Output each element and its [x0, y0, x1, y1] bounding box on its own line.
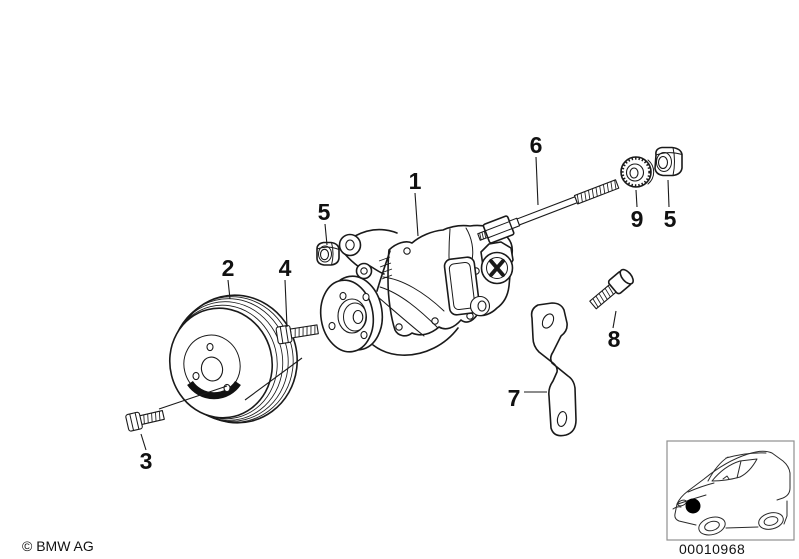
callout-leader-4 — [284, 279, 288, 328]
callout-leader-9 — [635, 189, 638, 208]
callout-5: 5 — [318, 199, 331, 225]
callout-3: 3 — [140, 448, 153, 474]
callout-8: 8 — [608, 326, 621, 352]
washer-9-drawing — [620, 156, 655, 188]
car-icon — [672, 450, 791, 536]
vehicle-location-box — [666, 440, 795, 541]
callout-1: 1 — [409, 168, 422, 194]
callout-5: 5 — [664, 206, 677, 232]
callout-leader-2 — [227, 279, 231, 300]
callout-9: 9 — [631, 206, 644, 232]
callout-leader-1 — [414, 192, 419, 237]
callout-6: 6 — [530, 132, 543, 158]
nut-5-right-drawing — [654, 146, 683, 177]
bolt-4-drawing — [275, 324, 319, 345]
callout-7: 7 — [508, 385, 521, 411]
rod-6-drawing — [477, 179, 620, 244]
pulley-drawing — [168, 294, 298, 424]
pump-drawing — [319, 224, 514, 356]
callout-leader-3 — [158, 385, 228, 410]
callout-leader-6 — [535, 156, 539, 206]
nut-5-left-drawing — [316, 241, 340, 266]
bracket-7-drawing — [530, 302, 577, 437]
callout-leader-8 — [612, 310, 617, 329]
bolt-3-drawing — [125, 409, 165, 432]
assembly-line — [244, 357, 303, 401]
callout-leader-5 — [667, 179, 670, 208]
copyright-text: © BMW AG — [22, 538, 94, 554]
callout-leader-5 — [324, 223, 328, 246]
callout-2: 2 — [222, 255, 235, 281]
callout-leader-3 — [140, 433, 147, 451]
part-location-dot — [685, 498, 701, 514]
callout-4: 4 — [279, 255, 292, 281]
diagram-number: 00010968 — [679, 541, 745, 557]
bolt-8-drawing — [589, 268, 634, 310]
